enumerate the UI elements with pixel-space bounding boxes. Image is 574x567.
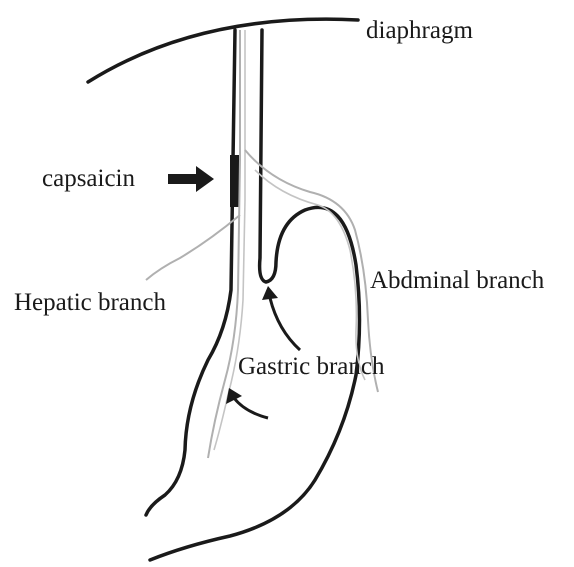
label-hepatic-branch: Hepatic branch bbox=[14, 290, 166, 315]
esophagus-right-wall bbox=[150, 30, 360, 560]
hepatic-branch-nerve bbox=[146, 215, 240, 280]
diaphragm-arc bbox=[88, 19, 358, 82]
label-gastric-branch: Gastric branch bbox=[238, 354, 384, 379]
label-diaphragm: diaphragm bbox=[366, 18, 473, 43]
gastric-arrow-upper-head bbox=[262, 286, 278, 300]
esophagus-left-wall bbox=[146, 30, 235, 515]
label-abdominal-branch: Abdminal branch bbox=[370, 268, 544, 293]
abdominal-branch-nerve-b bbox=[255, 170, 365, 380]
gastric-arrow-lower bbox=[234, 398, 268, 418]
gastric-arrow-upper bbox=[270, 298, 300, 350]
label-capsaicin: capsaicin bbox=[42, 166, 135, 191]
capsaicin-arrow bbox=[168, 166, 214, 192]
